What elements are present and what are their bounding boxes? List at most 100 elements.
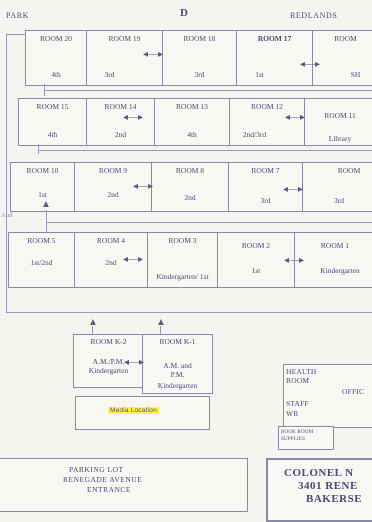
room-name: ROOM	[337, 166, 361, 175]
room-grade: 2nd	[184, 193, 196, 202]
room-grade: 3rd	[260, 196, 271, 205]
room-19: ROOM 19 3rd	[87, 31, 163, 85]
health-room-label: HEALTH	[286, 367, 317, 376]
up-arrow-icon: ▲	[156, 317, 166, 328]
room-name: ROOM 12	[251, 102, 283, 111]
double-arrow-icon: ◂—▸	[133, 181, 154, 192]
corridor-line	[44, 90, 372, 91]
room-grade: 1st	[251, 266, 261, 275]
room-grade: 3rd	[194, 70, 205, 79]
double-arrow-icon: ◂—▸	[123, 254, 144, 265]
book-room-label: SUPPLIES	[281, 437, 306, 442]
room-name: ROOM	[334, 34, 357, 43]
room-name: ROOM 13	[176, 102, 208, 111]
side-label: Aud	[1, 212, 13, 219]
school-address: 3401 RENE	[298, 480, 358, 492]
parking-label: PARKING LOT	[69, 465, 124, 474]
double-arrow-icon: ◂—▸	[143, 49, 164, 60]
staff-label: WR	[286, 409, 299, 418]
room-6: ROOM 3rd	[303, 163, 372, 211]
room-name: ROOM 7	[251, 166, 280, 175]
book-room-label: BOOK ROOM	[281, 430, 314, 435]
up-arrow-icon: ▲	[41, 199, 51, 210]
room-12: ROOM 12 2nd/3rd	[230, 99, 305, 145]
health-room-area: HEALTH ROOM OFFIC STAFF WR	[283, 364, 372, 428]
book-room-box: BOOK ROOM SUPPLIES	[278, 426, 334, 450]
street-label-park: PARK	[6, 11, 30, 20]
room-grade: 3rd	[104, 70, 115, 79]
double-arrow-icon: ◂—▸	[283, 184, 304, 195]
corridor-line	[160, 326, 161, 334]
room-grade: 2nd	[114, 130, 127, 139]
room-name: ROOM 20	[40, 34, 72, 43]
corridor-line	[6, 34, 7, 312]
parking-lot: PARKING LOT RENEGADE AVENUE ENTRANCE	[0, 458, 248, 512]
media-location-label: Media Location	[108, 407, 159, 414]
room-grade: A.M. and	[163, 361, 192, 370]
room-name: ROOM 17	[257, 34, 292, 43]
room-grade: 4th	[51, 70, 61, 79]
room-grade: Kindergarten	[88, 366, 129, 375]
corridor-line	[38, 150, 372, 151]
media-location-box: Media Location	[75, 396, 210, 430]
room-grade: P.M.	[170, 370, 185, 379]
corridor-line	[38, 144, 39, 154]
room-grade: 2nd	[105, 258, 117, 267]
room-name: ROOM 14	[104, 102, 137, 111]
room-grade: 2nd/3rd	[242, 130, 267, 139]
room-2: ROOM 2 1st	[218, 233, 295, 287]
room-20: ROOM 20 4th	[26, 31, 87, 85]
room-11: ROOM 11 Library	[305, 99, 372, 145]
office-label: OFFIC	[342, 387, 365, 396]
room-grade: 3rd	[334, 196, 344, 205]
room-name: ROOM 19	[108, 34, 141, 43]
room-grade: 1st/2nd	[30, 258, 53, 267]
school-name-box: COLONEL N 3401 RENE BAKERSE	[266, 458, 372, 522]
corridor-line	[92, 326, 93, 334]
room-name: ROOM 8	[175, 166, 205, 175]
room-name: ROOM 15	[36, 102, 69, 111]
room-grade: Kindergarten/ 1st	[156, 272, 209, 281]
room-name: ROOM K-1	[159, 337, 196, 346]
room-name: ROOM 5	[27, 236, 56, 245]
room-name: ROOM 10	[26, 166, 59, 175]
room-grade: 4th	[47, 130, 58, 139]
room-name: ROOM 11	[324, 111, 356, 120]
double-arrow-icon: ◂—▸	[285, 112, 306, 123]
room-grade: A.M./P.M.	[92, 357, 125, 366]
map-letter: D	[180, 7, 189, 19]
room-name: ROOM 9	[98, 166, 128, 175]
room-grade: 2nd	[107, 190, 119, 199]
school-name: COLONEL N	[284, 467, 354, 479]
up-arrow-icon: ▲	[88, 317, 98, 328]
room-grade: Kindergarten	[157, 381, 198, 390]
double-arrow-icon: ◂—▸	[284, 255, 305, 266]
school-city: BAKERSE	[306, 493, 363, 505]
room-14: ROOM 14 2nd	[87, 99, 155, 145]
room-name: ROOM 2	[241, 241, 271, 250]
corridor-line	[6, 312, 372, 313]
double-arrow-icon: ◂—▸	[300, 59, 321, 70]
street-label-redlands: REDLANDS	[290, 11, 338, 20]
room-name: ROOM 3	[168, 236, 197, 245]
room-name: ROOM K-2	[90, 337, 127, 346]
room-8: ROOM 8 2nd	[152, 163, 229, 211]
parking-label: RENEGADE AVENUE	[63, 475, 143, 484]
room-k-1: ROOM K-1 A.M. and P.M. Kindergarten	[142, 334, 213, 394]
room-grade: Library	[328, 134, 352, 143]
room-9: ROOM 9 2nd	[75, 163, 152, 211]
corridor-line	[6, 34, 26, 35]
room-7: ROOM 7 3rd	[229, 163, 303, 211]
room-5: ROOM 5 1st/2nd	[9, 233, 75, 287]
